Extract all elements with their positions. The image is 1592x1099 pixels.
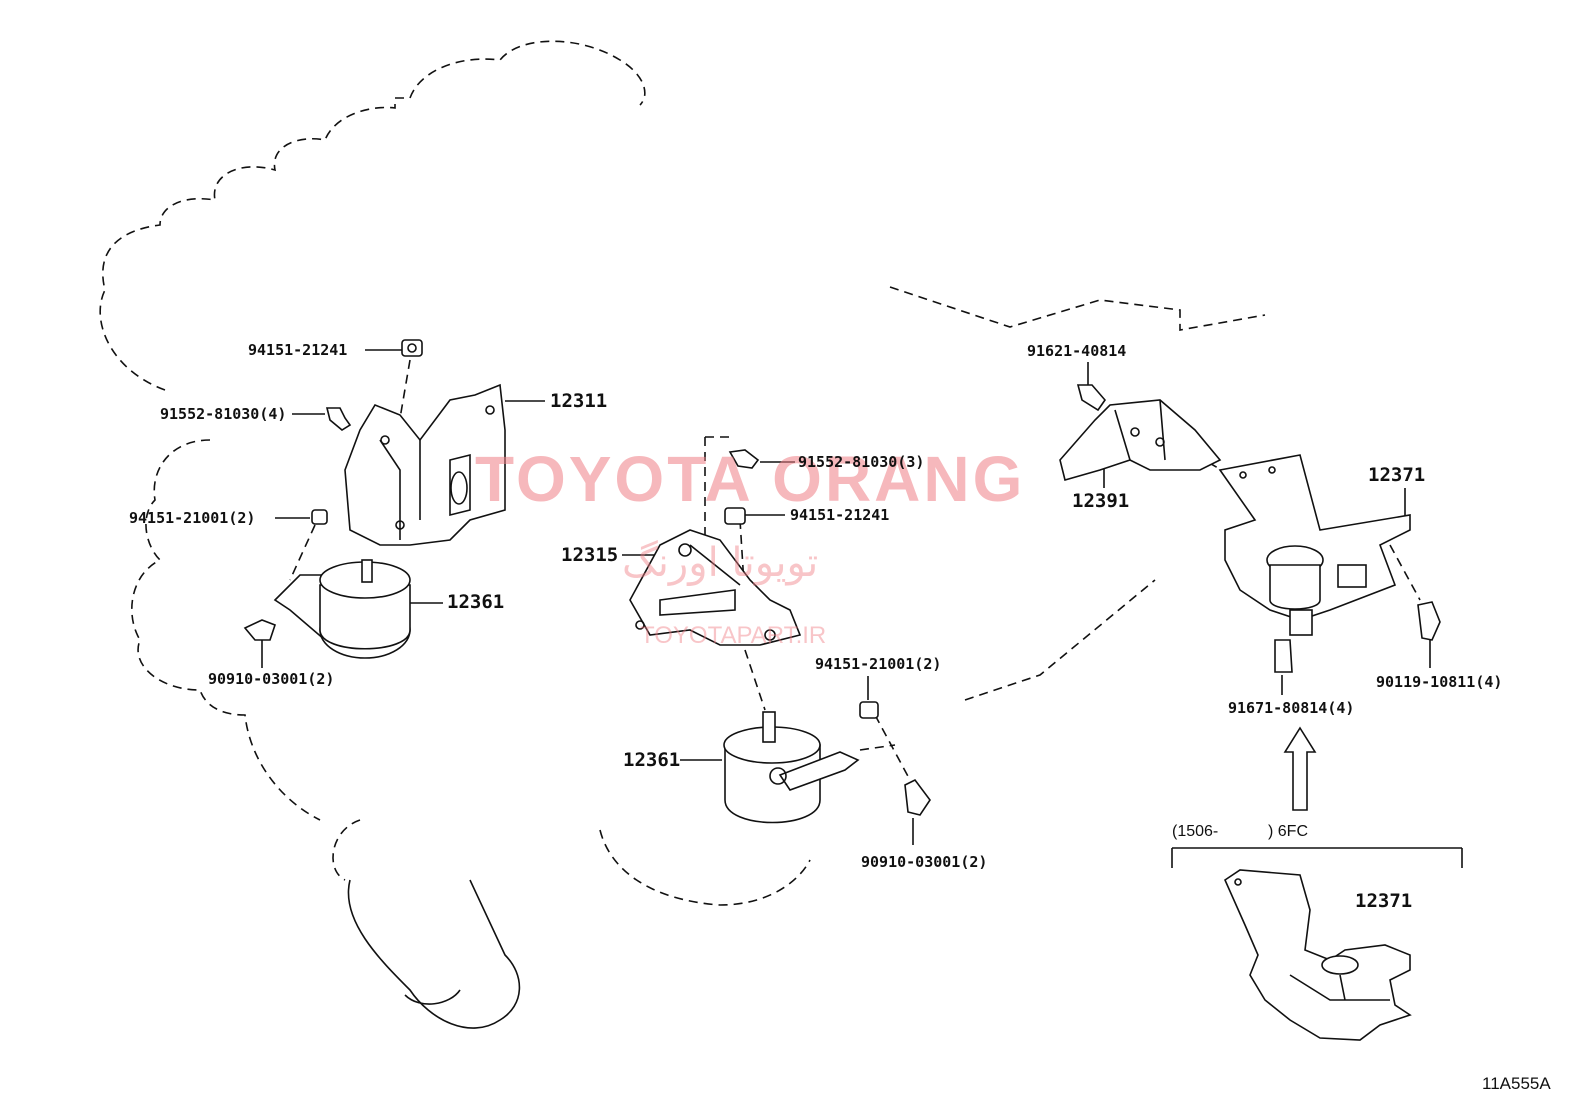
range-start-label: (1506- [1172, 823, 1219, 840]
range-bracket [1171, 847, 1463, 868]
bolt-91621-40814-shape [1076, 384, 1107, 412]
part-12361-center-label[interactable]: 12361 [623, 749, 681, 771]
fastener-91621-40814-label[interactable]: 91621-40814 [1027, 342, 1127, 360]
bolt-90910-03001-center-shape [904, 778, 931, 816]
bolt-91671-80814-shape [1274, 639, 1293, 673]
part-12391-label[interactable]: 12391 [1072, 490, 1130, 512]
watermark-brand: TOYOTA ORANG [475, 443, 1026, 515]
fastener-94151-21001-center-label[interactable]: 94151-21001(2) [815, 655, 942, 673]
diagram-code: 11A555A [1482, 1074, 1551, 1093]
bolt-91552-81030-left-shape [325, 407, 352, 431]
bolt-90119-10811-shape [1417, 601, 1441, 641]
part-12361-left-label[interactable]: 12361 [447, 591, 505, 613]
fastener-94151-21241-center-label[interactable]: 94151-21241 [790, 506, 890, 524]
part-12371-top-label[interactable]: 12371 [1368, 464, 1426, 486]
engine-outline-lower [131, 439, 321, 821]
watermark-persian: تویوتا اورنگ [622, 540, 819, 586]
engine-outline [99, 40, 646, 391]
transmission-outline-lower [964, 579, 1156, 701]
nut-94151-21001-center-shape [859, 701, 879, 719]
transmission-outline [889, 286, 1266, 331]
nut-94151-21241-center-shape [724, 507, 746, 525]
watermark-site: TOYOTAPART.IR [640, 622, 827, 649]
fastener-91671-80814-label[interactable]: 91671-80814(4) [1228, 699, 1355, 717]
fastener-90910-03001-center-label[interactable]: 90910-03001(2) [861, 853, 988, 871]
nut-94151-21001-left-shape [311, 509, 328, 525]
bracket-12315-shape [629, 529, 802, 646]
fastener-94151-21001-left-label[interactable]: 94151-21001(2) [129, 509, 256, 527]
engine-outline-bottom [599, 829, 811, 906]
part-12315-label[interactable]: 12315 [561, 544, 619, 566]
engine-sump [332, 819, 361, 881]
bracket-12311-shape [344, 383, 506, 546]
up-arrow-icon [1283, 726, 1317, 811]
fastener-90119-10811-label[interactable]: 90119-10811(4) [1376, 673, 1503, 691]
bracket-12391-shape [1059, 399, 1222, 481]
bolt-90910-03001-left-shape [243, 619, 277, 641]
fastener-90910-03001-left-label[interactable]: 90910-03001(2) [208, 670, 335, 688]
mount-12371-bottom-shape [1223, 869, 1412, 1041]
exhaust-pipe [347, 879, 521, 1029]
fastener-91552-81030-center-label[interactable]: 91552-81030(3) [798, 453, 925, 471]
range-end-label: ) 6FC [1268, 823, 1308, 840]
mount-12371-top-shape [1218, 454, 1411, 636]
nut-94151-21241-left-shape [401, 339, 423, 357]
part-12311-label[interactable]: 12311 [550, 390, 608, 412]
mount-12361-center-shape [723, 711, 860, 824]
fastener-94151-21241-left-label[interactable]: 94151-21241 [248, 341, 348, 359]
mount-12361-left-shape [273, 559, 411, 659]
fastener-91552-81030-left-label[interactable]: 91552-81030(4) [160, 405, 287, 423]
bolt-91552-81030-center-shape [728, 449, 760, 469]
part-12371-bottom-label[interactable]: 12371 [1355, 890, 1413, 912]
